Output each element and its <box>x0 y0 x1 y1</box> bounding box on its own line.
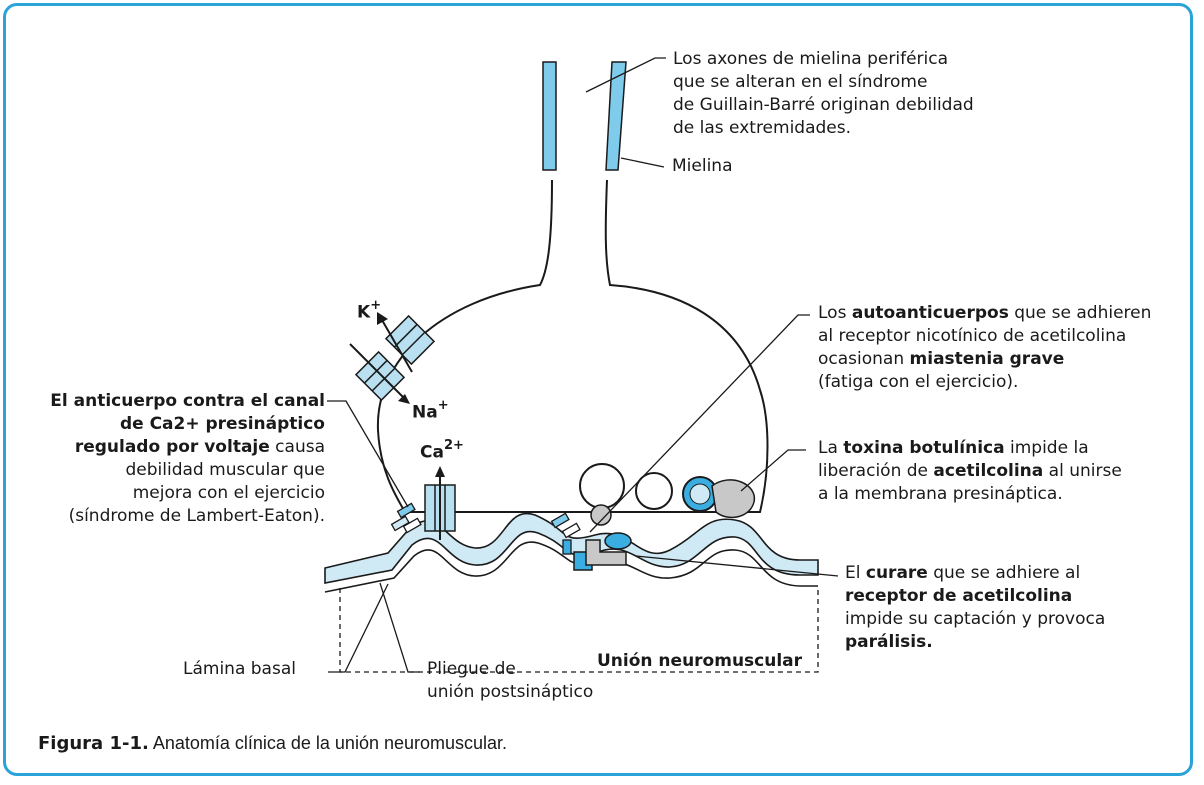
sodium-label: Na+ <box>412 398 449 423</box>
myelin-right <box>605 61 627 171</box>
sodium-arrow <box>349 343 405 399</box>
potassium-label: K+ <box>357 298 382 323</box>
label-lambert-eaton: El anticuerpo contra el canal de Ca2+ pr… <box>50 391 325 526</box>
figure-caption: Figura 1-1. Anatomía clínica de la unión… <box>38 733 508 754</box>
leader-lines <box>327 57 839 673</box>
label-autoantibodies: Los autoanticuerpos que se adhieren al r… <box>818 303 1152 392</box>
label-myelin-axons: Los axones de mielina periférica que se … <box>673 49 974 138</box>
vesicle <box>635 472 673 510</box>
potassium-arrow <box>381 319 413 373</box>
label-postsynaptic-fold: Pliegue de unión postsináptico <box>427 659 594 702</box>
label-myelin: Mielina <box>672 156 733 176</box>
myelin-left <box>542 61 557 171</box>
label-botulinum: La toxina botulínica impide la liberació… <box>818 438 1122 504</box>
sodium-channel <box>354 350 406 402</box>
figure-frame <box>3 3 1193 776</box>
curare-molecule <box>585 539 627 566</box>
vesicle <box>579 463 625 509</box>
label-curare: El curare que se adhiere al receptor de … <box>845 563 1106 652</box>
nmj-boundary <box>339 588 819 673</box>
antibody-ca <box>390 502 422 534</box>
autoantibody <box>550 512 581 555</box>
potassium-channel <box>384 314 436 366</box>
label-nmj: Unión neuromuscular <box>597 651 803 671</box>
label-basal-lamina: Lámina basal <box>183 659 296 679</box>
receptor-subunit <box>604 532 632 550</box>
calcium-label: Ca2+ <box>420 438 464 463</box>
acetylcholine <box>590 504 612 526</box>
